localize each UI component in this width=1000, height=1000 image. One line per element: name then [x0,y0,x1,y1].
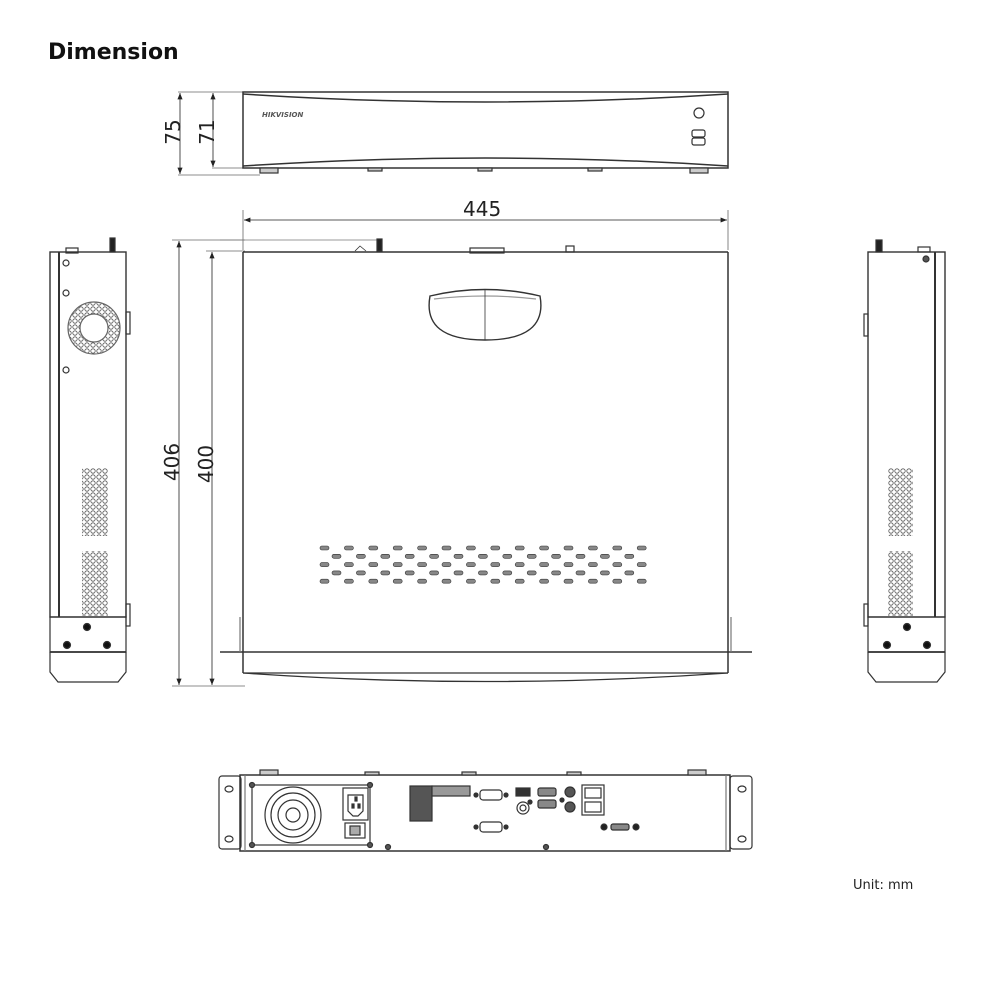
page-title: Dimension [48,40,179,65]
front-view [177,91,729,176]
lan-ports-icon [581,784,605,816]
fan-grille-icon [264,786,322,844]
right-side-view [863,239,946,683]
power-button-icon [693,107,705,119]
brand-logo: HIKVISION [262,111,304,119]
hdmi-port-2-icon [537,799,557,809]
audio-in-icon [564,801,576,813]
vga-port-icon [479,789,503,801]
dim-width: 445 [463,197,502,221]
left-side-view [49,237,131,683]
power-inlet-icon [342,787,369,821]
bnc-port-icon [516,801,530,815]
rs232-port-icon [479,821,503,833]
vent-slots [319,545,647,584]
unit-label: Unit: mm [853,878,914,893]
power-switch-icon [344,822,366,839]
top-view [172,210,752,687]
audio-out-icon [564,786,576,798]
alarm-terminal-icon [409,785,433,822]
esata-port-icon [610,823,630,831]
rear-view [218,769,753,852]
usb-port-icon [515,787,531,797]
hdmi-port-1-icon [537,787,557,797]
